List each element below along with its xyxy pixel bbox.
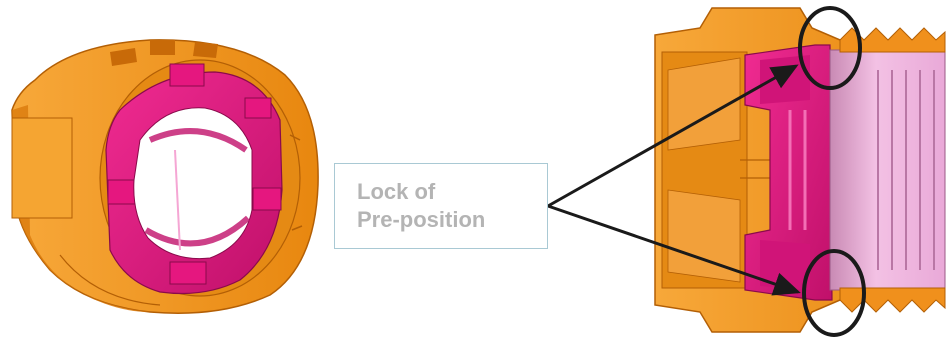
left-insert-bore	[133, 107, 253, 260]
left-insert-tooth-right-top	[244, 97, 272, 119]
left-connector-render	[11, 39, 319, 314]
right-thread-ridges	[877, 70, 935, 270]
highlight-circle-top	[798, 6, 862, 90]
highlight-circle-bottom	[802, 249, 866, 337]
callout-line-2: Pre-position	[357, 207, 486, 232]
left-ring-side-tab	[11, 117, 73, 219]
callout-line-1: Lock of	[357, 179, 436, 204]
callout-label: Lock of Pre-position	[357, 178, 485, 234]
callout-box: Lock of Pre-position	[334, 163, 548, 249]
arrow-to-top-lock	[547, 64, 799, 208]
left-insert-tooth-top	[169, 63, 205, 87]
left-insert-tooth-right-bottom	[252, 187, 282, 211]
left-insert-tooth-left	[107, 179, 139, 205]
arrow-to-bottom-lock	[547, 204, 801, 296]
left-insert-tooth-bottom	[169, 261, 207, 285]
